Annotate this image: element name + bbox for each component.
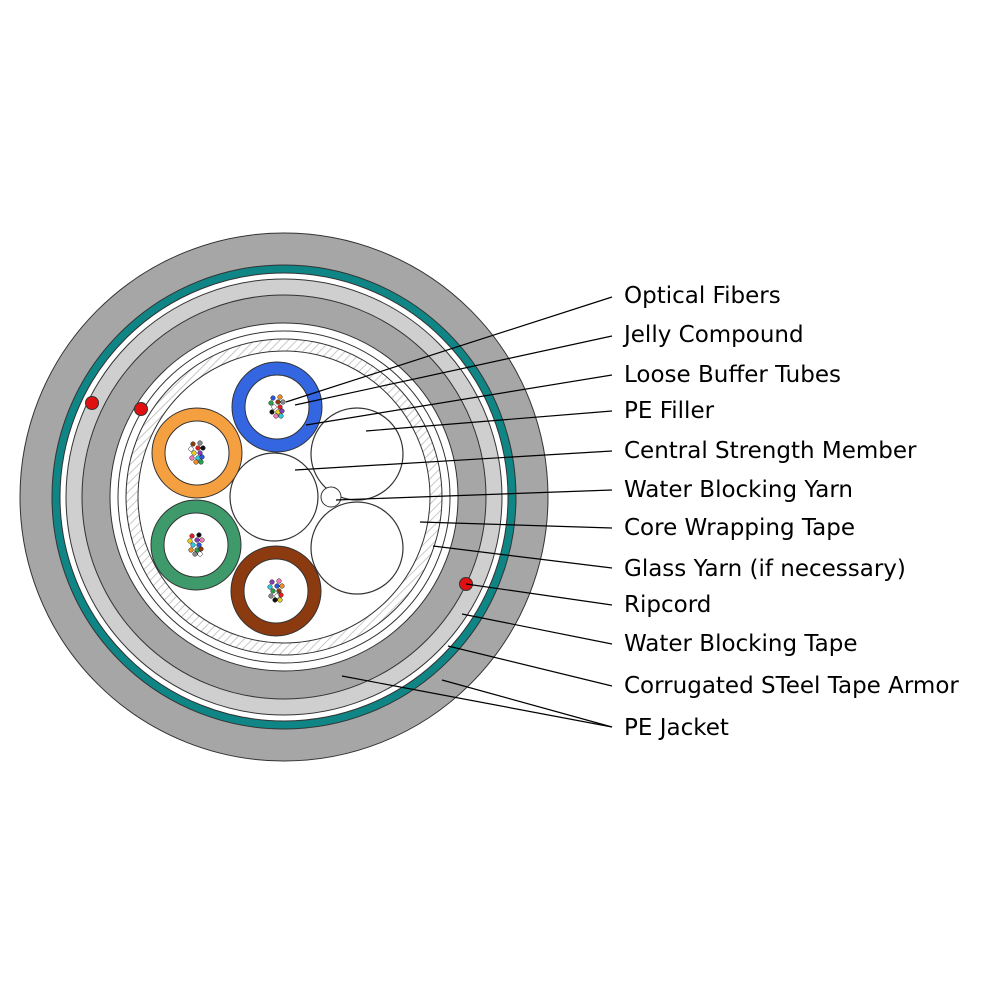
label-pe-filler: PE Filler [624, 398, 715, 424]
label-glass-yarn: Glass Yarn (if necessary) [624, 556, 906, 582]
optical-fiber [268, 593, 274, 599]
optical-fiber [279, 583, 285, 589]
optical-fiber [279, 408, 285, 414]
optical-fiber [274, 583, 280, 589]
optical-fiber [276, 588, 282, 594]
optical-fiber [189, 455, 195, 461]
optical-fiber [190, 441, 196, 447]
optical-fiber [270, 395, 276, 401]
leader-loose-buffer-tubes [305, 374, 613, 426]
label-jelly-compound: Jelly Compound [624, 322, 804, 348]
optical-fiber [188, 547, 194, 553]
pe-filler-bottom [310, 501, 404, 595]
optical-fiber [197, 450, 203, 456]
central-strength-member [229, 452, 319, 542]
leader-lines [285, 296, 613, 728]
optical-fiber [277, 597, 283, 603]
label-core-wrapping-tape: Core Wrapping Tape [624, 515, 855, 541]
label-loose-buffer-tubes: Loose Buffer Tubes [624, 362, 841, 388]
leader-pe-jacket-1 [341, 675, 613, 728]
optical-fiber [198, 546, 204, 552]
label-water-blocking-tape: Water Blocking Tape [624, 631, 858, 657]
loose-buffer-tube-green [150, 499, 242, 591]
optical-fiber [198, 459, 204, 465]
optical-fiber [269, 579, 275, 585]
optical-fiber [189, 533, 195, 539]
optical-fibers [187, 394, 286, 603]
optical-fiber [273, 413, 279, 419]
pe-filler-top [310, 407, 404, 501]
optical-fiber [200, 445, 206, 451]
optical-fiber [278, 592, 284, 598]
loose-buffer-tube-blue [231, 361, 323, 453]
optical-fiber [196, 542, 202, 548]
label-pe-jacket: PE Jacket [624, 715, 729, 741]
optical-fiber [267, 584, 273, 590]
leader-pe-filler [365, 410, 613, 432]
leader-water-blocking-yarn [335, 489, 613, 501]
optical-fiber [275, 399, 281, 405]
optical-fiber [197, 551, 203, 557]
optical-fiber [196, 532, 202, 538]
leader-pe-jacket-2 [441, 679, 613, 728]
leader-water-blocking-tape [461, 613, 613, 645]
optical-fiber [187, 538, 193, 544]
optical-fiber [195, 445, 201, 451]
optical-fiber [277, 394, 283, 400]
optical-fiber [276, 578, 282, 584]
optical-fiber [190, 542, 196, 548]
label-water-blocking-yarn: Water Blocking Yarn [624, 477, 853, 503]
optical-fiber [194, 537, 200, 543]
leader-ripcord [465, 583, 613, 606]
optical-fiber [192, 551, 198, 557]
leader-corrugated-armor [447, 645, 613, 687]
optical-fiber [268, 400, 274, 406]
optical-fiber [193, 459, 199, 465]
optical-fiber [188, 446, 194, 452]
optical-fiber [280, 399, 286, 405]
optical-fiber [272, 597, 278, 603]
optical-fiber [270, 588, 276, 594]
optical-fiber [199, 454, 205, 460]
ripcord-left-inner [134, 402, 148, 416]
label-ripcord: Ripcord [624, 592, 712, 618]
optical-fiber [197, 440, 203, 446]
leader-central-strength-member [294, 450, 613, 471]
ripcord-left-outer [85, 396, 99, 410]
optical-fiber [271, 404, 277, 410]
optical-fiber [191, 450, 197, 456]
leader-jelly-compound [294, 335, 613, 406]
loose-buffer-tube-orange [151, 407, 243, 499]
label-optical-fibers: Optical Fibers [624, 283, 781, 309]
loose-buffer-tube-brown [230, 545, 322, 637]
optical-fiber [269, 409, 275, 415]
optical-fiber [277, 404, 283, 410]
leader-core-wrapping-tape [419, 521, 613, 529]
leader-glass-yarn [432, 545, 613, 569]
optical-fiber [278, 413, 284, 419]
optical-fiber [199, 537, 205, 543]
label-corrugated-steel-tape-armor: Corrugated STeel Tape Armor [624, 673, 959, 699]
label-central-strength-member: Central Strength Member [624, 438, 917, 464]
leader-optical-fibers [285, 296, 613, 403]
water-blocking-yarn [320, 486, 342, 508]
